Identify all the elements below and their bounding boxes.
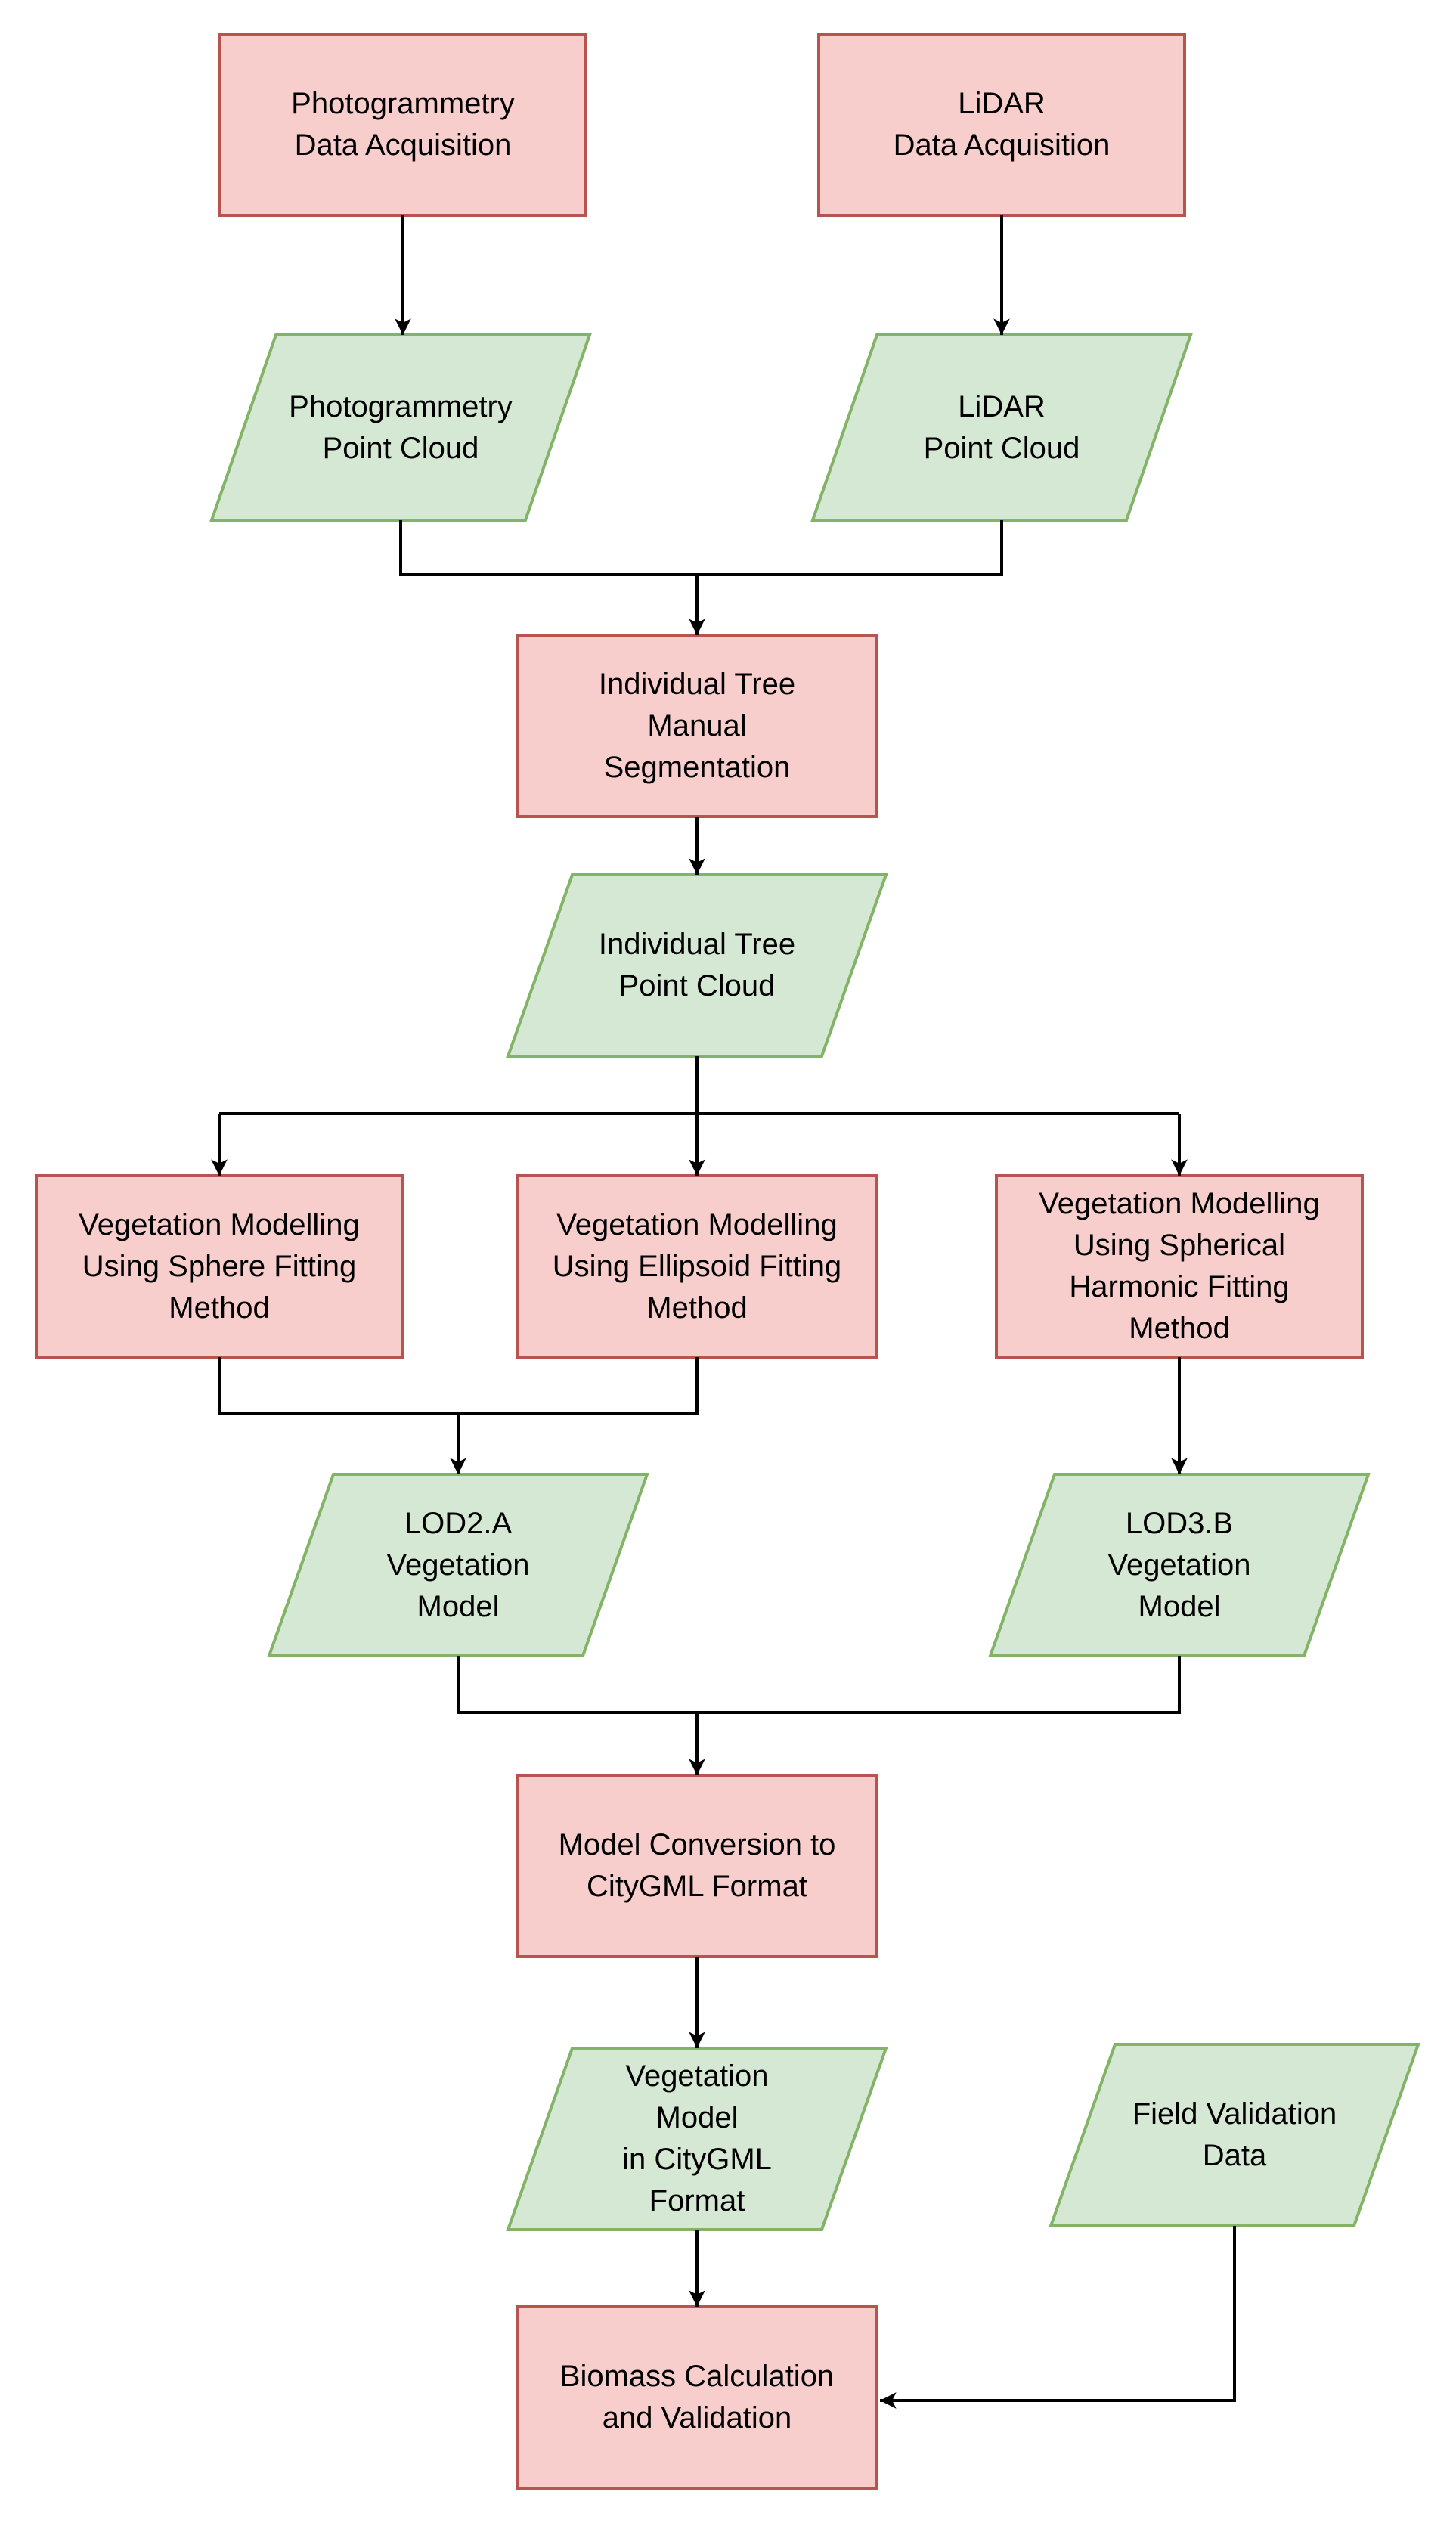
field-validation-data-shape xyxy=(1049,2043,1420,2227)
connector-point-clouds-merge-bar xyxy=(399,520,1003,576)
vegetation-modelling-ellipsoid-fitting-shape xyxy=(516,1174,878,1359)
model-conversion-to-citygml-shape xyxy=(516,1774,878,1958)
connector-field-validation-to-biomass xyxy=(880,2226,1236,2409)
photogrammetry-data-acquisition-shape xyxy=(218,33,587,217)
lod3b-vegetation-model-shape xyxy=(988,1473,1371,1657)
vegetation-modelling-sphere-fitting-shape xyxy=(35,1174,404,1359)
vegetation-modelling-spherical-harmonic-shape xyxy=(995,1174,1364,1359)
lidar-data-acquisition-shape xyxy=(817,33,1186,217)
connector-lod-models-merge-bar xyxy=(457,1656,1181,1714)
photogrammetry-point-cloud-shape xyxy=(209,333,592,522)
individual-tree-manual-segmentation-shape xyxy=(516,634,878,818)
individual-tree-point-cloud-shape xyxy=(506,873,888,1058)
lod2a-vegetation-model-shape xyxy=(267,1473,649,1657)
connector-sphere-ellipsoid-merge-bar xyxy=(218,1357,699,1415)
lidar-point-cloud-shape xyxy=(810,333,1193,522)
vegetation-model-in-citygml-shape xyxy=(506,2047,888,2231)
biomass-calculation-and-validation-shape xyxy=(516,2305,878,2490)
